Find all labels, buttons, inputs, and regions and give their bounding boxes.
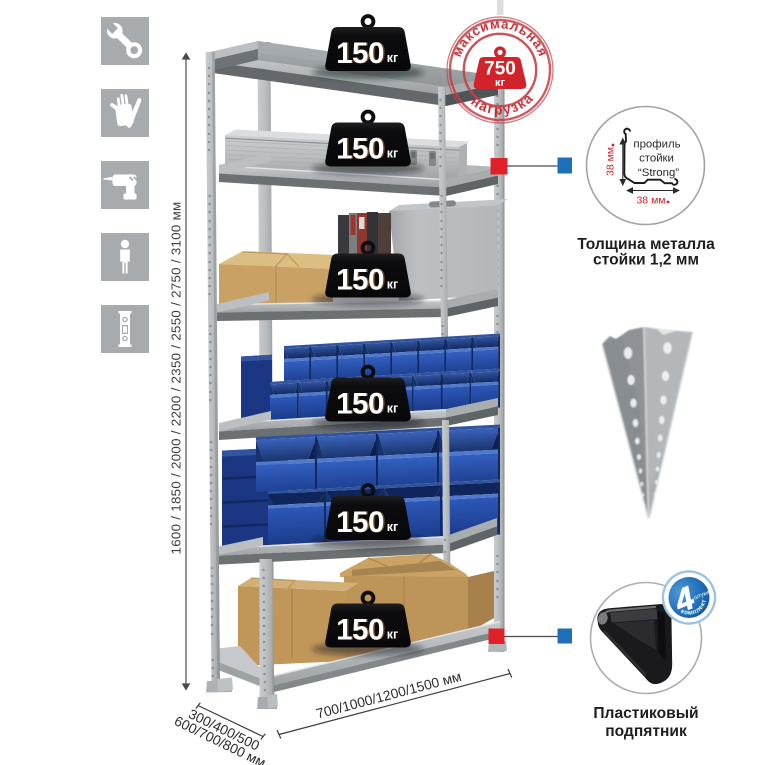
svg-text:кг: кг [387, 147, 398, 161]
svg-text:1600 / 1850 / 2000 / 2200 / 23: 1600 / 1850 / 2000 / 2200 / 2350 / 2550 … [169, 201, 184, 554]
svg-text:750: 750 [484, 59, 516, 80]
svg-text:подпятник: подпятник [605, 723, 687, 740]
svg-text:38 мм: 38 мм [605, 147, 617, 176]
svg-text:38 мм: 38 мм [636, 195, 665, 207]
svg-text:штуки: штуки [693, 590, 710, 602]
svg-text:150: 150 [336, 388, 384, 421]
svg-text:стойки: стойки [639, 153, 674, 165]
svg-text:кг: кг [495, 77, 506, 89]
svg-text:“Strong”: “Strong” [638, 167, 679, 179]
svg-text:150: 150 [338, 388, 386, 421]
svg-text:профиль: профиль [633, 139, 680, 151]
svg-text:кг: кг [387, 520, 398, 534]
svg-text:Толщина металла: Толщина металла [577, 236, 715, 253]
svg-text:150: 150 [336, 506, 384, 539]
svg-text:150: 150 [338, 614, 386, 647]
svg-text:150: 150 [338, 133, 386, 166]
svg-text:150: 150 [338, 37, 386, 70]
svg-text:Пластиковый: Пластиковый [593, 705, 698, 722]
svg-text:150: 150 [338, 264, 386, 297]
svg-text:стойки 1,2 мм: стойки 1,2 мм [593, 252, 699, 269]
svg-text:кг: кг [387, 51, 398, 65]
svg-text:150: 150 [336, 264, 384, 297]
svg-text:150: 150 [338, 506, 386, 539]
svg-text:150: 150 [336, 133, 384, 166]
svg-text:кг: кг [387, 402, 398, 416]
svg-text:кг: кг [387, 278, 398, 292]
svg-text:150: 150 [336, 614, 384, 647]
svg-text:кг: кг [387, 628, 398, 642]
svg-text:150: 150 [336, 37, 384, 70]
